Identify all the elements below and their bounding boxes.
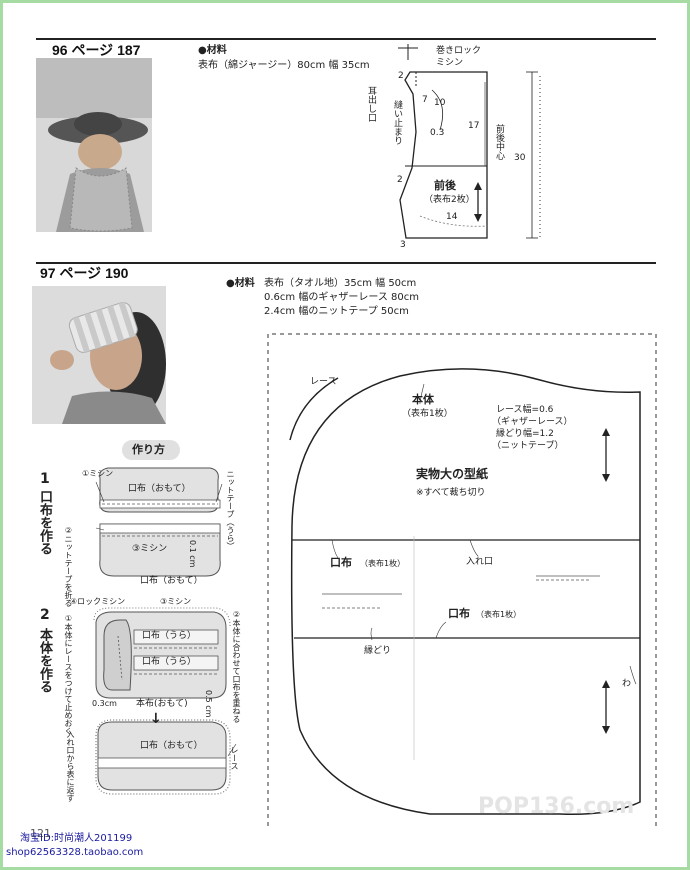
section-96-rule xyxy=(36,38,656,40)
pattern-lace: レース xyxy=(310,377,337,387)
step-2-body-omote: 本布(おもて) xyxy=(136,699,188,709)
howto-title: 作り方 xyxy=(132,443,165,456)
diagram-96-dim-2a: 2 xyxy=(398,71,404,81)
step-2-fabric-final: 口布（おもて） xyxy=(140,741,203,751)
section-97-title: 97 ページ 190 xyxy=(40,265,129,281)
photo-97 xyxy=(32,286,166,424)
step-2-dim-0-5: 0.5 cm xyxy=(204,690,213,718)
pattern-mouth-1: 口布 xyxy=(330,556,352,569)
shop-id: 淘宝ID:时尚潮人201199 xyxy=(20,833,133,844)
diagram-96-ear-opening: 耳出し口 xyxy=(366,86,376,122)
section-96-materials-heading: ●材料 xyxy=(198,45,227,56)
step-2-dim-0-3: 0.3cm xyxy=(92,699,117,708)
step-2-number: 2 xyxy=(40,607,50,623)
pattern-spec-gather-lace: （ギャザーレース） xyxy=(492,417,573,427)
photo-96 xyxy=(36,58,152,232)
step-2-down-arrow: ↓ xyxy=(150,711,162,727)
pattern-body: 本体 xyxy=(412,393,434,406)
section-97-materials-heading: ●材料 xyxy=(226,278,255,289)
step-2-sew-3: ③ミシン xyxy=(160,597,192,606)
photo-96-illustration xyxy=(36,58,152,232)
pattern-cut-note: ※すべて裁ち切り xyxy=(416,488,486,498)
pattern-mouth-2-fabric: （表布1枚） xyxy=(476,610,522,619)
pattern-trim: 縁どり xyxy=(364,646,392,656)
step-1-sew-3: ③ミシン xyxy=(132,544,168,554)
diagram-96-dim-3: 3 xyxy=(400,240,406,250)
section-96-materials: 表布（綿ジャージー）80cm 幅 35cm xyxy=(198,60,370,71)
step-1-number: 1 xyxy=(40,471,50,487)
step-2-note-lace: ①本体にレースをつけて止めおく xyxy=(64,614,73,735)
step-2-turn-note: 入れ口から表に返す xyxy=(66,730,75,802)
diagram-96-dim-14: 14 xyxy=(446,212,458,222)
section-97-rule xyxy=(36,262,656,264)
step-2-note-overlap: ②本体に合わせて口布を重ねる xyxy=(232,610,241,723)
step-2-title: 本体を作る xyxy=(37,628,52,693)
step-1-callout-knit-tape: ニットテープ（うら） xyxy=(226,470,235,550)
pattern-fullsize-title: 実物大の型紙 xyxy=(416,467,489,481)
diagram-96-dim-10: 10 xyxy=(434,98,446,108)
step-2-fabric-ura-2: 口布（うら） xyxy=(142,657,197,667)
pattern-opening: 入れ口 xyxy=(466,557,494,567)
step-1-fabric-bottom: 口布（おもて） xyxy=(140,576,203,586)
diagram-96-dim-0-3: 0.3 xyxy=(430,128,445,138)
shop-url: shop62563328.taobao.com xyxy=(6,847,144,858)
diagram-96-dim-17: 17 xyxy=(468,121,480,131)
page-number: 121 xyxy=(30,827,51,840)
howto-title-badge xyxy=(122,440,180,460)
photo-97-illustration xyxy=(32,286,166,424)
diagram-96-center-front-back: 前後中心 xyxy=(494,124,504,160)
watermark: POP136.com xyxy=(478,794,635,819)
section-97-material-2: 0.6cm 幅のギャザーレース 80cm xyxy=(264,292,419,303)
step-1-callout-sew: ①ミシン xyxy=(82,469,114,478)
step-1-title: 口布を作る xyxy=(37,490,52,555)
diagram-96-piece-name: 前後 xyxy=(434,179,456,192)
diagram-96-piece-fabric: （表布2枚） xyxy=(424,195,475,205)
section-97-material-1: 表布（タオル地）35cm 幅 50cm xyxy=(264,278,417,289)
step-1-callout-fold-tape: ②ニットテープを折る xyxy=(64,526,73,607)
pattern-spec-trim-width: 縁どり幅=1.2 xyxy=(496,429,554,439)
section-97-material-3: 2.4cm 幅のニットテープ 50cm xyxy=(264,306,409,317)
pattern-spec-lace-width: レース幅=0.6 xyxy=(496,405,554,415)
step-1-fabric-top: 口布（おもて） xyxy=(128,484,191,494)
pattern-mouth-1-fabric: （表布1枚） xyxy=(360,559,406,568)
diagram-96-dim-2b: 2 xyxy=(397,175,403,185)
pattern-mouth-2: 口布 xyxy=(448,607,470,620)
diagram-96-label-sewing: ミシン xyxy=(436,58,464,68)
section-96-title: 96 ページ 187 xyxy=(52,42,141,58)
diagram-96-dim-30: 30 xyxy=(514,153,526,163)
diagram-96-stitch-stop: 縫い止まり xyxy=(392,100,402,145)
pattern-spec-knit-tape: （ニットテープ） xyxy=(492,441,564,451)
diagram-96-label-roll-lock: 巻きロック xyxy=(436,46,482,56)
step-2-lock-sew: ④ロックミシン xyxy=(70,597,126,606)
step-1-dim: 0.1 cm xyxy=(188,540,197,568)
step-2-lace: レース xyxy=(230,746,239,770)
pattern-wa-fold: わ xyxy=(622,679,632,689)
pattern-body-fabric: （表布1枚） xyxy=(402,409,453,419)
step-2-fabric-ura-1: 口布（うら） xyxy=(142,631,197,641)
diagram-96-dim-7: 7 xyxy=(422,95,428,105)
